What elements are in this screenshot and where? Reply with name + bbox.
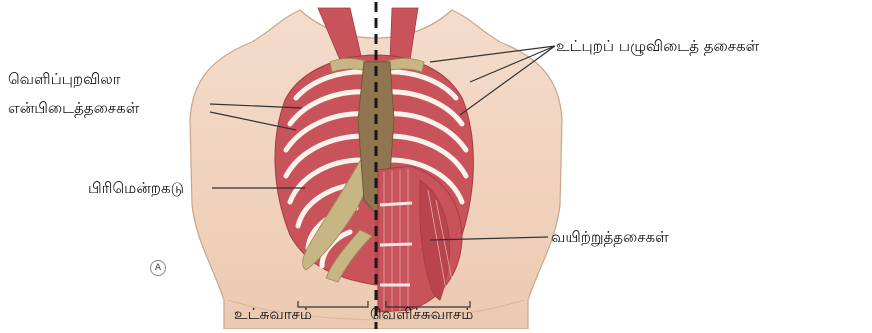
label-inner-intercostal: உட்புறப் பழுவிடைத் தசைகள் [556, 36, 759, 56]
label-inhalation: உட்சுவாசம் [234, 304, 312, 324]
label-outer-intercostal-line2: என்பிடைத்தசைகள் [8, 98, 139, 118]
label-outer-intercostal-line1: வெளிப்புறவிலா [8, 69, 121, 89]
label-exhalation: வெளிச்சுவாசம் [370, 304, 473, 324]
label-abdominal-muscles: வயிற்றுத்தசைகள் [551, 227, 669, 247]
label-diaphragm: பிரிமென்றகடு [88, 178, 184, 198]
panel-marker-a: A [150, 260, 166, 276]
